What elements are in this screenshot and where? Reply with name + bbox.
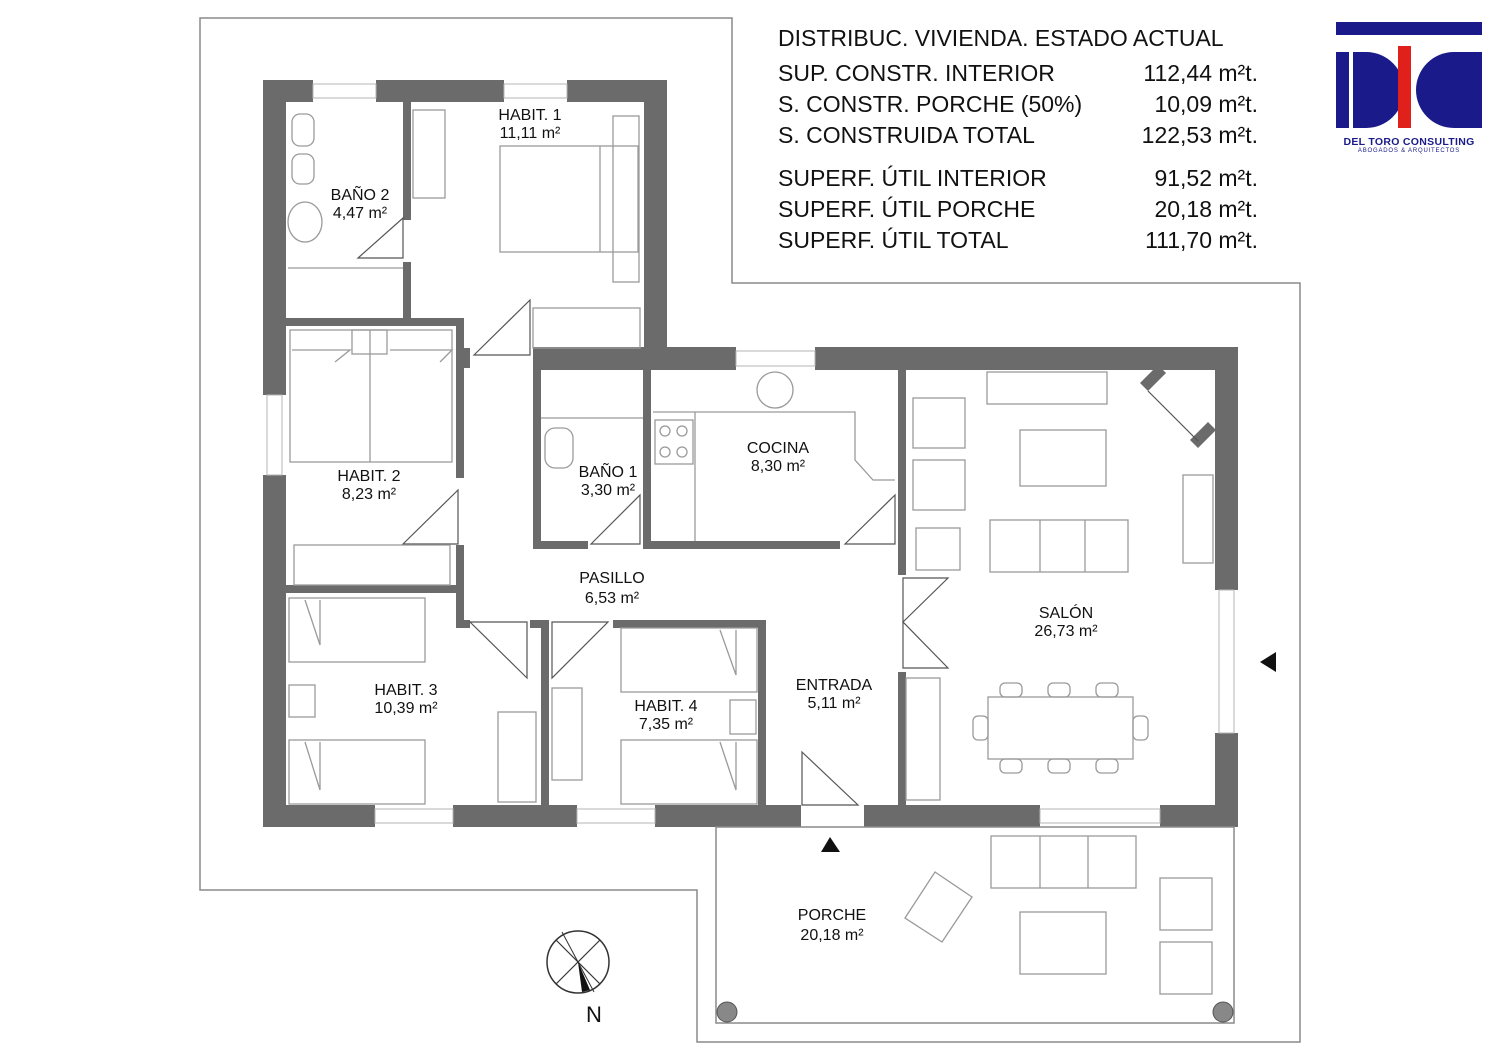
summary-value: 112,44 m²t. <box>1143 60 1258 86</box>
room-bano2-area: 4,47 m² <box>333 205 388 222</box>
room-bano1-area: 3,30 m² <box>581 482 636 499</box>
room-habit3-area: 10,39 m² <box>374 700 438 717</box>
summary-row: SUP. CONSTR. INTERIOR 112,44 m²t. <box>778 58 1258 89</box>
summary-label: SUPERF. ÚTIL INTERIOR <box>778 165 1047 191</box>
summary-row: SUPERF. ÚTIL PORCHE 20,18 m²t. <box>778 194 1258 225</box>
room-habit4-area: 7,35 m² <box>639 716 694 733</box>
room-habit4-name: HABIT. 4 <box>634 698 697 715</box>
room-pasillo-name: PASILLO <box>579 570 645 587</box>
summary-row: S. CONSTRUIDA TOTAL 122,53 m²t. <box>778 120 1258 151</box>
summary-label: SUPERF. ÚTIL PORCHE <box>778 196 1036 222</box>
porch-outline <box>715 826 1235 1024</box>
logo-subtitle: ABOGADOS & ARQUITECTOS <box>1357 148 1461 154</box>
room-habit2-area: 8,23 m² <box>342 486 397 503</box>
windows <box>266 83 1235 824</box>
room-habit1-name: HABIT. 1 <box>498 107 561 124</box>
entrance-arrow-icon <box>821 837 840 852</box>
room-cocina-area: 8,30 m² <box>751 458 806 475</box>
room-porche-area: 20,18 m² <box>800 927 864 944</box>
plot-boundary <box>199 17 1301 1043</box>
room-porche-name: PORCHE <box>798 907 866 924</box>
compass-north-label: N <box>586 1002 602 1027</box>
company-logo <box>1336 22 1482 128</box>
room-cocina-name: COCINA <box>747 440 810 457</box>
furniture <box>287 109 1214 995</box>
room-pasillo-area: 6,53 m² <box>585 590 640 607</box>
summary-label: S. CONSTR. PORCHE (50%) <box>778 91 1083 117</box>
summary-row: SUPERF. ÚTIL INTERIOR 91,52 m²t. <box>778 163 1258 194</box>
summary-value: 20,18 m²t. <box>1154 196 1258 222</box>
summary-value: 111,70 m²t. <box>1145 227 1258 253</box>
room-labels: BAÑO 2 4,47 m² HABIT. 1 11,11 m² HABIT. … <box>331 107 1099 944</box>
entrance-arrow-icon <box>1260 652 1276 672</box>
summary-title: DISTRIBUC. VIVIENDA. ESTADO ACTUAL <box>778 25 1224 51</box>
room-habit2-name: HABIT. 2 <box>337 468 400 485</box>
room-bano2-name: BAÑO 2 <box>331 184 390 204</box>
summary-value: 10,09 m²t. <box>1154 91 1258 117</box>
room-bano1-name: BAÑO 1 <box>579 461 638 481</box>
room-entrada-area: 5,11 m² <box>807 695 861 712</box>
porch-column <box>1212 1001 1234 1023</box>
summary-row: SUPERF. ÚTIL TOTAL 111,70 m²t. <box>778 225 1258 256</box>
doors <box>356 216 1199 806</box>
summary-value: 122,53 m²t. <box>1141 122 1258 148</box>
summary-label: SUP. CONSTR. INTERIOR <box>778 60 1055 86</box>
room-habit1-area: 11,11 m² <box>500 125 561 142</box>
summary-value: 91,52 m²t. <box>1154 165 1258 191</box>
room-entrada-name: ENTRADA <box>796 677 873 694</box>
room-salon-area: 26,73 m² <box>1034 623 1098 640</box>
summary-label: SUPERF. ÚTIL TOTAL <box>778 227 1009 253</box>
room-habit3-name: HABIT. 3 <box>374 682 437 699</box>
summary-row: S. CONSTR. PORCHE (50%) 10,09 m²t. <box>778 89 1258 120</box>
logo-name: DEL TORO CONSULTING <box>1343 136 1475 148</box>
logo-caption: DEL TORO CONSULTING ABOGADOS & ARQUITECT… <box>1336 136 1482 154</box>
area-summary: DISTRIBUC. VIVIENDA. ESTADO ACTUAL SUP. … <box>778 22 1258 256</box>
porch-column <box>716 1001 738 1023</box>
summary-spacer <box>778 151 1258 163</box>
summary-label: S. CONSTRUIDA TOTAL <box>778 122 1035 148</box>
walls <box>263 80 1238 827</box>
compass-icon <box>546 930 610 994</box>
room-salon-name: SALÓN <box>1039 603 1093 622</box>
